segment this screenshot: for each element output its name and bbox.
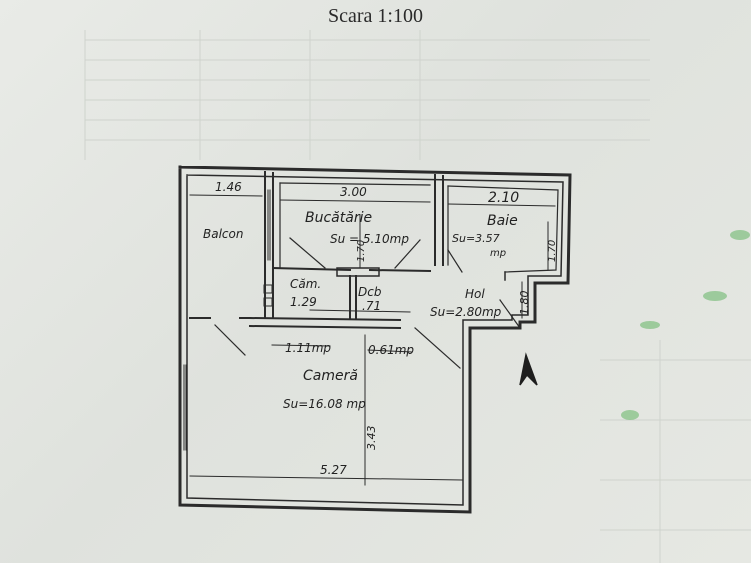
area-baie: Su=3.57	[452, 232, 500, 245]
area-dcb: 0.61mp	[368, 343, 414, 357]
dim-dcb-width: .71	[362, 299, 381, 313]
area-hol: Su=2.80mp	[430, 305, 502, 319]
area-camara: 1.11mp	[285, 341, 331, 355]
dim-bucatarie-height: 1.70	[356, 240, 367, 262]
north-arrow-icon	[519, 352, 538, 386]
dim-balcon-width: 1.46	[215, 180, 242, 194]
dim-baie-width: 2.10	[488, 190, 519, 206]
scale-title: Scara 1:100	[328, 5, 423, 27]
dim-bucatarie-width: 3.00	[340, 185, 367, 199]
label-dcb: Dcb	[358, 285, 382, 299]
label-baie: Baie	[487, 213, 518, 229]
dim-camara-width: 1.29	[290, 295, 317, 309]
label-camara: Căm.	[290, 277, 321, 291]
label-camera: Cameră	[303, 368, 358, 384]
area-bucatarie: Su = 5.10mp	[330, 232, 409, 246]
dim-camera-height: 3.43	[365, 426, 378, 451]
dim-hol-height: 1.80	[518, 291, 531, 316]
label-balcon: Balcon	[203, 227, 243, 241]
dim-baie-height: 1.70	[547, 240, 558, 262]
area-camera: Su=16.08 mp	[283, 397, 366, 411]
label-bucatarie: Bucătărie	[305, 210, 372, 226]
label-hol: Hol	[465, 287, 485, 301]
dim-total-width: 5.27	[320, 463, 347, 477]
area-baie-unit: mp	[490, 248, 506, 259]
